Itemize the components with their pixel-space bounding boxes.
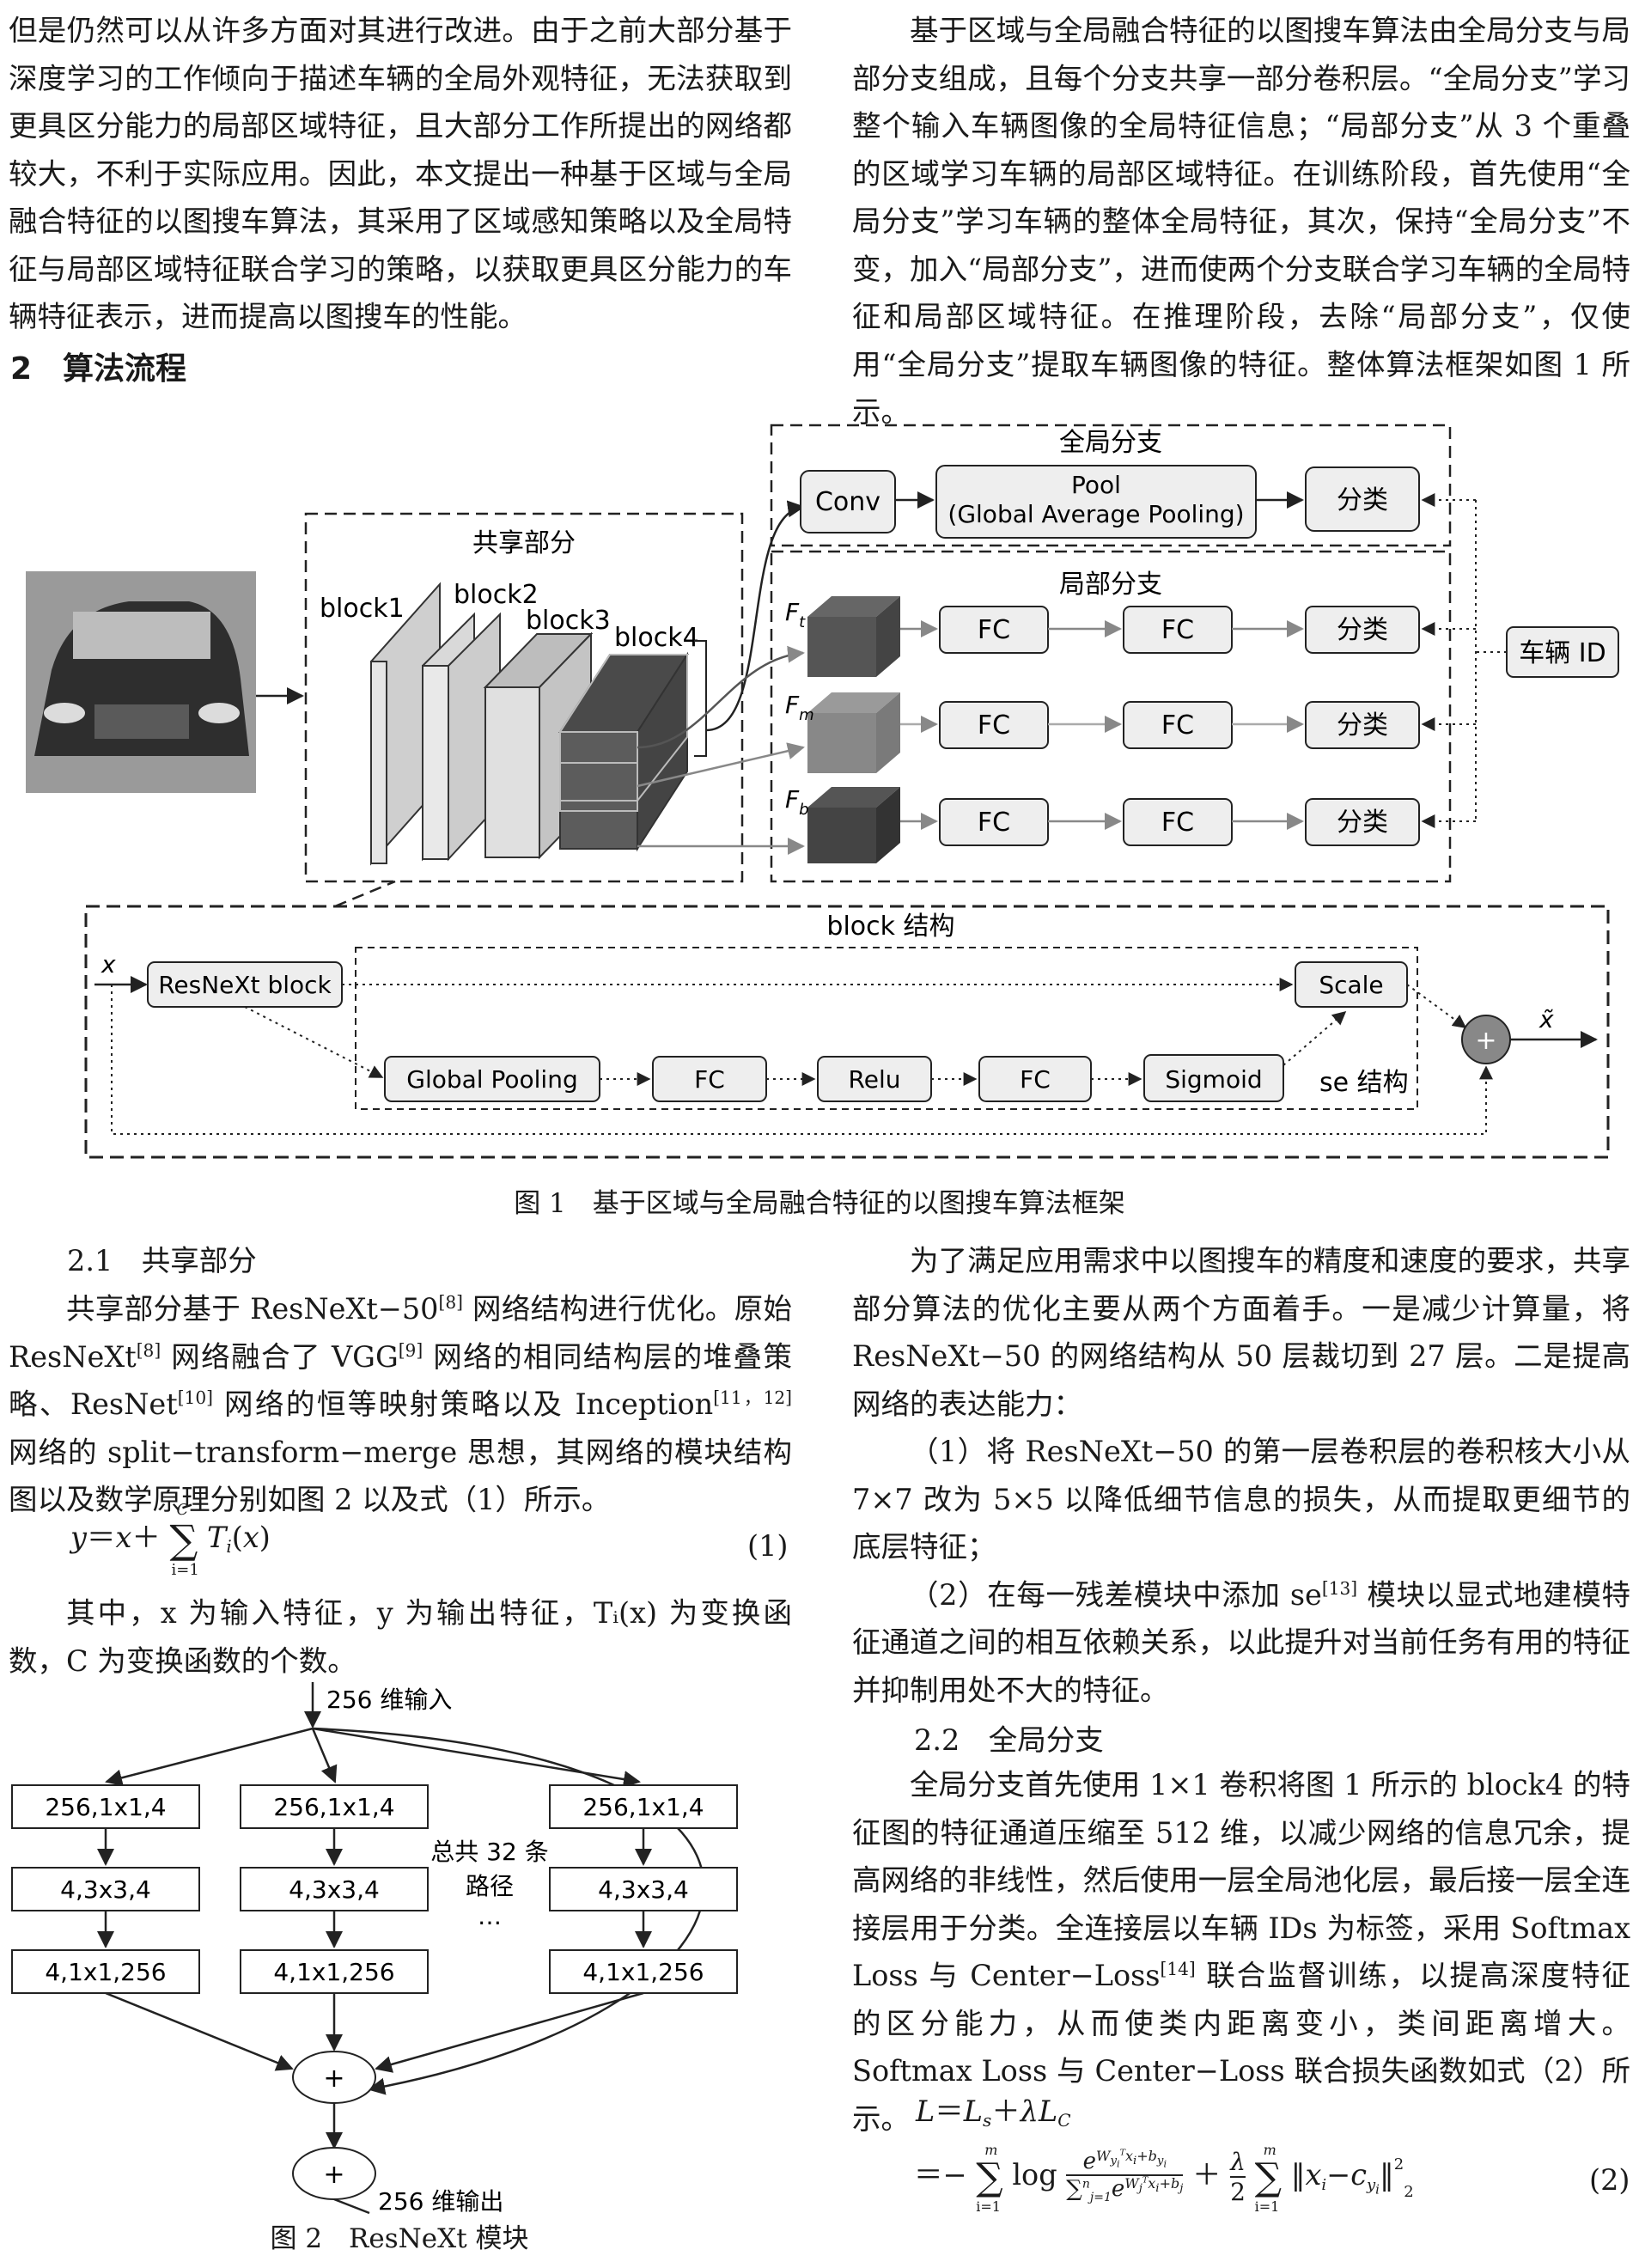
svg-text:FC: FC — [1161, 808, 1194, 838]
intro-text: 但是仍然可以从许多方面对其进行改进。由于之前大部分基于深度学习的工作倾向于描述车… — [9, 14, 792, 333]
sigmoid-box — [1143, 1054, 1284, 1102]
optimization-paragraphs: 为了满足应用需求中以图搜车的精度和速度的要求，共享部分算法的优化主要从两个方面着… — [852, 1237, 1630, 1714]
conv-box — [800, 470, 896, 533]
global-classify-label: 分类 — [1337, 485, 1388, 515]
fig2-paths-label-2: 路径 — [466, 1872, 514, 1900]
pool-label-2: (Global Average Pooling) — [947, 500, 1244, 528]
svg-text:256,1x1,4: 256,1x1,4 — [582, 1793, 704, 1821]
fig2-output-label: 256 维输出 — [378, 2187, 503, 2216]
vehicle-id-label: 车辆 ID — [1519, 638, 1605, 668]
subsection-2-2-heading: 2.2 全局分支 — [914, 1723, 1104, 1757]
svg-text:256,1x1,4: 256,1x1,4 — [45, 1793, 166, 1821]
local-branch-frame — [770, 550, 1452, 883]
figure-1-diagram: 全局分支 局部分支 共享部分 block1 block2 block3 — [26, 424, 1619, 1159]
svg-text:4,3x3,4: 4,3x3,4 — [598, 1875, 689, 1904]
fb-cube — [807, 787, 900, 863]
subsection-2-1-heading: 2.1 共享部分 — [67, 1244, 257, 1277]
equation-1-number: (1) — [747, 1529, 789, 1563]
fig2-input-label: 256 维输入 — [326, 1686, 452, 1714]
optimization-item-2: （2）在每一残差模块中添加 se[13] 模块以显式地建模特征通道之间的相互依赖… — [852, 1577, 1630, 1707]
optimization-item-1: （1）将 ResNeXt−50 的第一层卷积层的卷积核大小从 7×7 改为 5×… — [852, 1435, 1630, 1564]
figure-2-diagram: 256 维输入 256,1x1,4 4,3x3,4 4,1x1,256 256,… — [11, 1682, 738, 2216]
fm-cube — [807, 692, 900, 773]
svg-text:分类: 分类 — [1337, 615, 1388, 645]
global-branch-label: 全局分支 — [1059, 428, 1162, 458]
svg-text:FC: FC — [1161, 710, 1194, 741]
path-column-left: 256,1x1,4 4,3x3,4 4,1x1,256 — [11, 1784, 200, 1994]
svg-text:4,1x1,256: 4,1x1,256 — [273, 1958, 394, 1986]
fb-label: Fb — [785, 785, 809, 819]
svg-text:FC: FC — [1020, 1065, 1051, 1094]
global-branch-paragraph: 全局分支首先使用 1×1 卷积将图 1 所示的 block4 的特征图的特征通道… — [852, 1761, 1630, 2143]
local-row-m: FC FC 分类 — [900, 701, 1420, 749]
ft-cube — [807, 596, 900, 677]
block4-shape — [558, 651, 689, 852]
intro-paragraph: 但是仍然可以从许多方面对其进行改进。由于之前大部分基于深度学习的工作倾向于描述车… — [9, 7, 792, 341]
svg-text:FC: FC — [694, 1065, 725, 1094]
path-column-middle: 256,1x1,4 4,3x3,4 4,1x1,256 — [240, 1784, 429, 1994]
path-column-right: 256,1x1,4 4,3x3,4 4,1x1,256 — [549, 1784, 738, 1994]
conv-label: Conv — [815, 487, 880, 517]
fm-label: Fm — [785, 691, 814, 724]
svg-text:4,3x3,4: 4,3x3,4 — [289, 1875, 380, 1904]
svg-text:+: + — [1475, 1026, 1496, 1056]
fig2-paths-label-1: 总共 32 条 — [430, 1838, 548, 1866]
svg-text:+: + — [323, 2064, 344, 2094]
svg-text:4,1x1,256: 4,1x1,256 — [582, 1958, 704, 1986]
svg-text:+: + — [323, 2160, 344, 2190]
svg-text:分类: 分类 — [1337, 710, 1388, 741]
svg-text:FC: FC — [978, 615, 1010, 645]
svg-text:FC: FC — [1161, 615, 1194, 645]
svg-text:Sigmoid: Sigmoid — [1165, 1065, 1262, 1094]
local-row-b: FC FC 分类 — [900, 798, 1420, 846]
svg-text:分类: 分类 — [1337, 808, 1388, 838]
x-tilde-label: x̃ — [1538, 1005, 1554, 1033]
equation-2-line-1: L＝Ls＋λLC — [916, 2094, 1071, 2131]
pool-box — [935, 465, 1257, 539]
figure-2-caption: 图 2 ResNeXt 模块 — [270, 2223, 529, 2254]
resnext-block-label: ResNeXt block — [158, 971, 332, 999]
global-classify-box — [1305, 466, 1420, 532]
right-intro-text: 基于区域与全局融合特征的以图搜车算法由全局分支与局部分支组成，且每个分支共享一部… — [852, 14, 1630, 429]
block4-label: block4 — [614, 623, 699, 653]
block1-label: block1 — [320, 594, 405, 624]
ft-label: Ft — [785, 598, 806, 631]
local-row-t: FC FC 分类 — [900, 606, 1420, 654]
svg-text:Relu: Relu — [849, 1065, 901, 1094]
block3-label: block3 — [526, 606, 611, 636]
block-structure-frame — [84, 905, 1610, 1159]
shared-part-label: 共享部分 — [472, 528, 576, 558]
local-branch-label: 局部分支 — [1059, 570, 1162, 600]
block2-label: block2 — [454, 580, 539, 610]
shared-part-text: 共享部分基于 ResNeXt−50[8] 网络结构进行优化。原始 ResNeXt… — [9, 1291, 792, 1516]
equation-2-number: (2) — [1589, 2163, 1630, 2197]
global-pooling-label: Global Pooling — [406, 1065, 577, 1094]
fig2-ellipsis: … — [478, 1902, 502, 1930]
global-branch-frame — [770, 424, 1452, 547]
svg-text:4,3x3,4: 4,3x3,4 — [60, 1875, 151, 1904]
svg-text:4,1x1,256: 4,1x1,256 — [45, 1958, 166, 1986]
right-intro-paragraph: 基于区域与全局融合特征的以图搜车算法由全局分支与局部分支组成，且每个分支共享一部… — [852, 7, 1630, 436]
global-branch-text: 全局分支首先使用 1×1 卷积将图 1 所示的 block4 的特征图的特征通道… — [852, 1768, 1630, 2136]
se-structure-label: se 结构 — [1319, 1068, 1409, 1098]
x-input-label: x — [101, 950, 116, 979]
equation-1-explanation-text: 其中，x 为输入特征，y 为输出特征，Tᵢ(x) 为变换函数，C 为变换函数的个… — [9, 1596, 792, 1678]
section-heading: 2 算法流程 — [10, 351, 187, 387]
shared-part-frame — [304, 512, 744, 883]
optimization-text: 为了满足应用需求中以图搜车的精度和速度的要求，共享部分算法的优化主要从两个方面着… — [852, 1244, 1630, 1421]
svg-text:FC: FC — [978, 710, 1010, 741]
equation-1-explanation: 其中，x 为输入特征，y 为输出特征，Tᵢ(x) 为变换函数，C 为变换函数的个… — [9, 1589, 792, 1685]
shared-part-paragraph: 共享部分基于 ResNeXt−50[8] 网络结构进行优化。原始 ResNeXt… — [9, 1285, 792, 1524]
block-structure-label: block 结构 — [826, 911, 954, 942]
figure-1-caption: 图 1 基于区域与全局融合特征的以图搜车算法框架 — [514, 1188, 1125, 1219]
pool-label-1: Pool — [1071, 471, 1121, 499]
car-image — [26, 571, 256, 793]
se-structure-frame — [355, 947, 1418, 1110]
scale-label: Scale — [1319, 971, 1383, 999]
svg-text:256,1x1,4: 256,1x1,4 — [273, 1793, 394, 1821]
svg-text:FC: FC — [978, 808, 1010, 838]
